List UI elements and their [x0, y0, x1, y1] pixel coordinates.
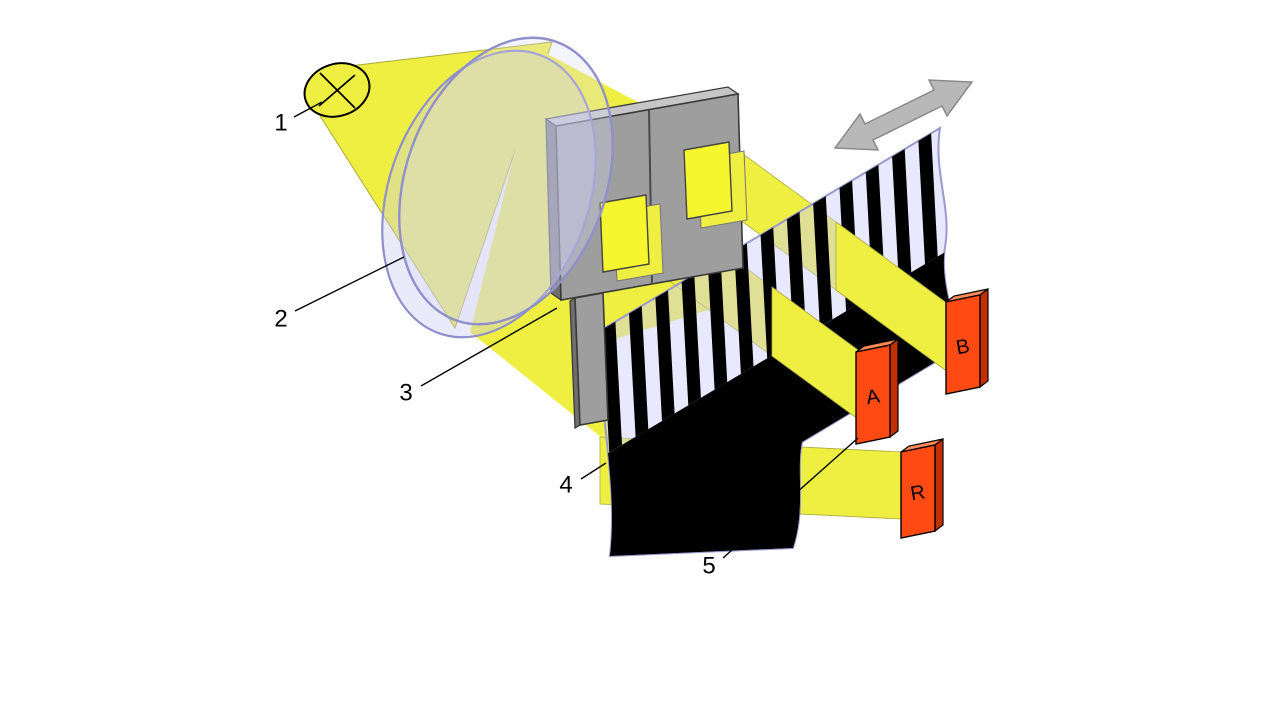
scale-grating-stripe [708, 258, 728, 390]
photodetectors: A B R [855, 287, 989, 539]
callout-1: 1 [274, 109, 287, 136]
callout-4: 4 [559, 471, 572, 498]
leader-line-4 [580, 462, 607, 480]
mask-window-1 [599, 194, 650, 273]
leader-line-1 [293, 101, 323, 118]
scale-grating-stripe [918, 133, 938, 265]
callout-5: 5 [702, 552, 715, 579]
scale-grating-stripe [734, 243, 754, 374]
leader-line-2 [294, 256, 405, 312]
detector-r-side [934, 437, 944, 533]
mask-window-2 [683, 141, 733, 220]
scale-grating-stripe [602, 321, 622, 453]
detector-b-face [945, 294, 981, 395]
condenser-lens [381, 36, 614, 339]
callouts: 1 2 3 4 5 [274, 101, 859, 579]
scale-grating-stripe [892, 149, 912, 280]
detector-r-face [900, 444, 936, 539]
detector-r: R [900, 437, 944, 539]
motion-direction-arrow [833, 79, 974, 151]
leader-line-3 [420, 307, 558, 387]
lens-back-surface [381, 49, 597, 339]
lens-front-surface [398, 36, 614, 326]
detector-a-face [855, 344, 891, 445]
leader-line-5 [722, 437, 859, 559]
lamp-filament-cross-2 [318, 74, 356, 107]
scale-grating-stripe [629, 306, 649, 437]
scale-opaque-zone-left [604, 337, 802, 556]
scanning-mask [544, 86, 748, 430]
callout-2: 2 [274, 305, 287, 332]
scale-grating-stripe [813, 196, 833, 327]
detector-a: A [855, 337, 899, 445]
detector-a-side [889, 337, 899, 439]
callout-3: 3 [399, 379, 412, 406]
detector-r-label: R [909, 481, 927, 505]
scale-grating-stripe [655, 290, 675, 421]
scale-grating-stripe [681, 274, 701, 406]
detector-b-side [979, 287, 989, 389]
detector-b: B [945, 287, 989, 395]
detector-a-label: A [864, 385, 882, 409]
mask-support-column [574, 292, 609, 426]
detector-b-label: B [954, 335, 971, 359]
